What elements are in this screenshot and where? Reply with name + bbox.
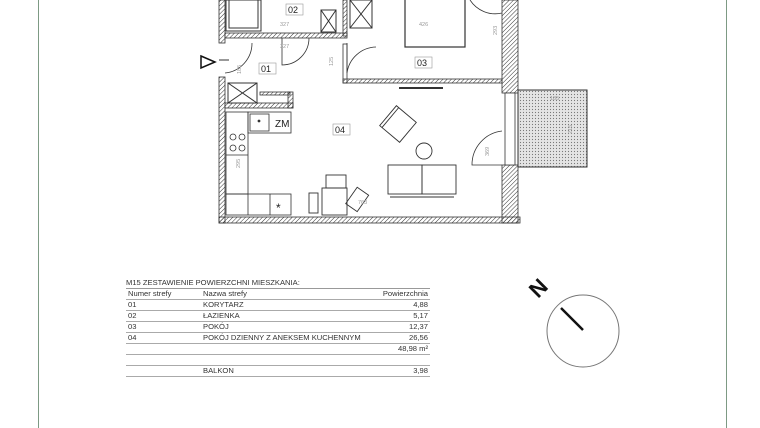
dimension-labels: 327 327 426 293 125 185 295 369 763 185 … [236, 22, 574, 206]
compass: N [524, 274, 620, 368]
table-header: Numer strefy Nazwa strefy Powierzchnia [126, 289, 430, 300]
page-border-left [38, 0, 39, 428]
table-balcony-row: BALKON 3,98 [126, 366, 430, 377]
dimension: 215 [568, 125, 574, 134]
table-spacer [126, 355, 430, 366]
dimension: 426 [419, 22, 428, 28]
room-label-02: 02 [288, 5, 298, 15]
cell: KORYTARZ [203, 300, 244, 309]
cell: 01 [128, 300, 137, 309]
room-label-01: 01 [261, 64, 271, 74]
cell: BALKON [203, 366, 234, 375]
dimension: 125 [329, 57, 335, 66]
dimension: 185 [237, 65, 243, 74]
cell: 5,17 [413, 311, 428, 320]
cell: POKÓJ [203, 322, 229, 331]
dimension: 763 [358, 200, 367, 206]
doors [224, 0, 503, 166]
shafts [227, 0, 373, 104]
cell: 4,88 [413, 300, 428, 309]
cell: POKÓJ DZIENNY Z ANEKSEM KUCHENNYM [203, 333, 361, 342]
area-summary-table: M15 ZESTAWIENIE POWIERZCHNI MIESZKANIA: … [126, 278, 430, 377]
room-label-04: 04 [335, 125, 345, 135]
room-label-03: 03 [417, 58, 427, 68]
cell: 02 [128, 311, 137, 320]
room-labels: 02 01 03 04 [258, 3, 433, 136]
cell: 12,37 [408, 322, 428, 331]
fridge-symbol: * [276, 201, 281, 215]
table-total-row: 48,98 m² [126, 344, 430, 355]
cell: 3,98 [413, 366, 428, 375]
kitchen-zm-label: ZM [275, 119, 289, 130]
dimension: 185 [550, 96, 559, 102]
cell: ŁAZIENKA [203, 311, 240, 320]
total-area: 48,98 m² [398, 344, 428, 353]
header-area: Powierzchnia [382, 289, 428, 298]
header-name: Nazwa strefy [203, 289, 247, 298]
header-number: Numer strefy [128, 289, 172, 298]
balcony [517, 89, 588, 168]
table-row: 03 POKÓJ 12,37 [126, 322, 430, 333]
dimension: 327 [280, 44, 289, 50]
page-border-right [726, 0, 727, 428]
table-title: M15 ZESTAWIENIE POWIERZCHNI MIESZKANIA: [126, 278, 430, 289]
table-row: 04 POKÓJ DZIENNY Z ANEKSEM KUCHENNYM 26,56 [126, 333, 430, 344]
table-row: 01 KORYTARZ 4,88 [126, 300, 430, 311]
north-label: N [524, 274, 553, 303]
dimension: 295 [236, 159, 242, 168]
cell: 04 [128, 333, 137, 342]
dimension: 369 [485, 147, 491, 156]
dimension: 293 [493, 26, 499, 35]
bed [404, 0, 466, 48]
cell: 03 [128, 322, 137, 331]
walls [218, 0, 521, 224]
entrance-arrow-icon [200, 54, 217, 70]
bathtub [225, 0, 262, 32]
kitchen [225, 111, 292, 216]
cell: 26,56 [408, 333, 428, 342]
dimension: 327 [280, 22, 289, 28]
furniture [308, 105, 457, 216]
table-row: 02 ŁAZIENKA 5,17 [126, 311, 430, 322]
